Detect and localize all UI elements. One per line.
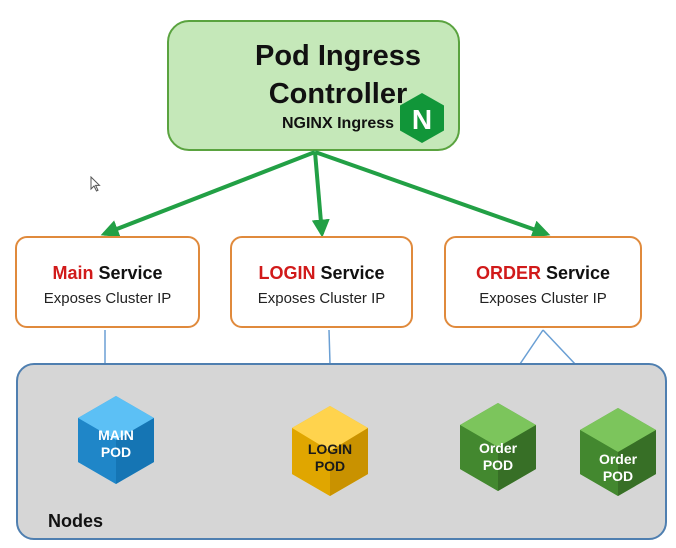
main-pod-label: MAIN POD: [78, 427, 154, 461]
order-pod-1-icon: [460, 403, 536, 491]
main-pod-label-line1: MAIN: [98, 427, 134, 443]
main-service-subtitle: Exposes Cluster IP: [43, 290, 172, 307]
arrow-controller-to-order: [314, 150, 551, 238]
main-service-box: Main Service Exposes Cluster IP: [15, 236, 200, 328]
order-pod-1-label-line1: Order: [478, 440, 518, 456]
order-service-accent: ORDER: [475, 263, 541, 283]
nginx-logo-letter: N: [412, 104, 432, 135]
controller-title-line1: Pod Ingress: [255, 40, 421, 72]
login-service-word: Service: [315, 263, 385, 283]
arrow-controller-to-login: [311, 151, 330, 238]
nodes-label: Nodes: [48, 511, 104, 531]
order-pod-2-label-line2: POD: [602, 468, 634, 484]
order-pod-2-label: Order POD: [580, 451, 656, 485]
main-service-word: Service: [93, 263, 163, 283]
order-pod-1-label: Order POD: [460, 440, 536, 474]
login-pod-label: LOGIN POD: [292, 441, 368, 475]
mouse-cursor-icon: [90, 176, 101, 192]
order-service-title: ORDER Service: [446, 263, 640, 284]
ingress-controller-box: [167, 20, 460, 151]
login-pod-label-line1: LOGIN: [307, 441, 353, 457]
order-service-word: Service: [540, 263, 611, 283]
main-pod-icon: [78, 396, 154, 484]
login-service-accent: LOGIN: [258, 263, 316, 283]
controller-title-line2: Controller: [268, 78, 408, 110]
controller-subtitle: NGINX Ingress: [281, 115, 395, 132]
arrow-controller-to-main: [100, 150, 316, 238]
order-pod-2-label-line1: Order: [598, 451, 638, 467]
login-service-subtitle: Exposes Cluster IP: [257, 290, 386, 307]
main-pod-label-line2: POD: [100, 444, 132, 460]
order-pod-2-icon: [580, 408, 656, 496]
login-pod-icon: [292, 406, 368, 496]
login-service-title: LOGIN Service: [232, 263, 411, 284]
order-service-subtitle: Exposes Cluster IP: [479, 290, 607, 307]
order-service-box: ORDER Service Exposes Cluster IP: [444, 236, 642, 328]
main-service-title: Main Service: [17, 263, 198, 284]
order-pod-1-label-line2: POD: [482, 457, 514, 473]
login-pod-label-line2: POD: [314, 458, 346, 474]
login-service-box: LOGIN Service Exposes Cluster IP: [230, 236, 413, 328]
main-service-accent: Main: [52, 263, 94, 283]
nginx-logo-icon: N: [398, 92, 446, 144]
